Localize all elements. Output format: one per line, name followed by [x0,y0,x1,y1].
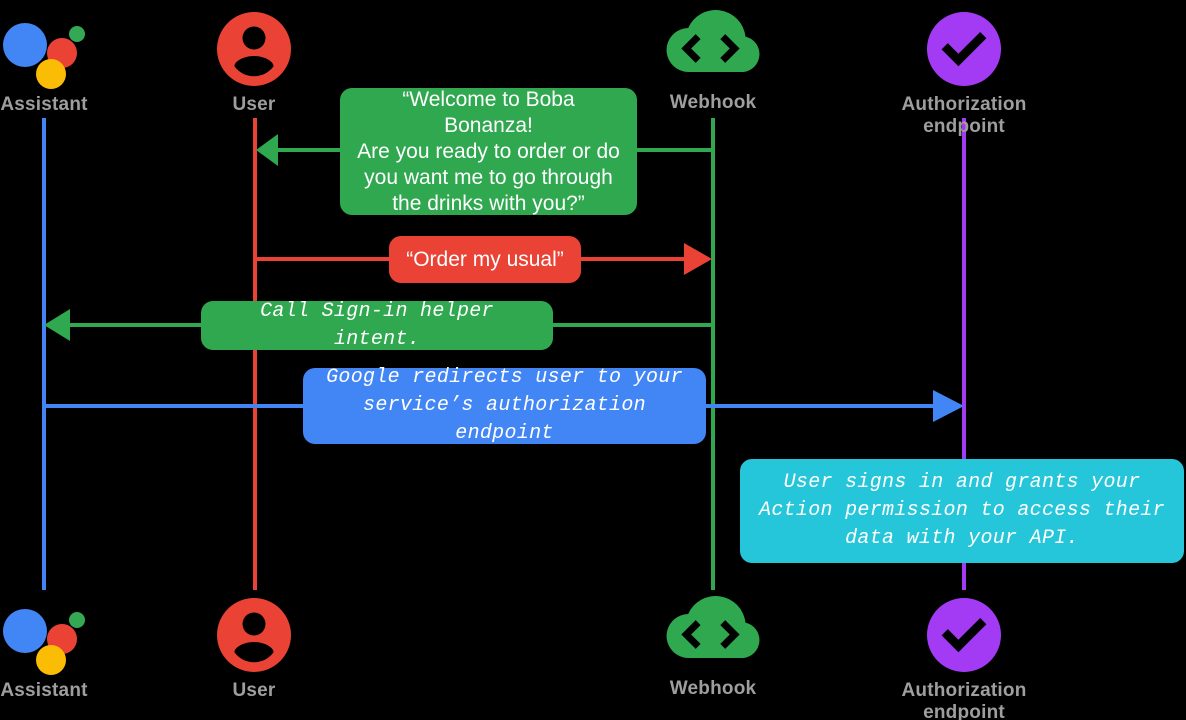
actor-label-user: User [232,94,276,115]
purple-check-icon [927,12,1001,86]
assistant-icon-wrap [0,4,134,94]
actor-webhook-bottom: Webhook [623,588,803,700]
lifeline-user [253,118,257,590]
user-icon-wrap [164,4,344,94]
actor-label-webhook: Webhook [669,92,757,113]
actor-label-assistant: Assistant [0,680,88,701]
webhook-icon-wrap-bottom [623,588,803,678]
auth-icon-wrap-bottom [874,590,1054,680]
assistant-blue-dot-icon [3,609,47,653]
assistant-blue-dot-icon [3,23,47,67]
lifeline-authorization [962,118,966,590]
bubble-google-redirect: Google redirects user to your service’s … [303,366,706,445]
arrowhead-order [684,243,712,275]
bubble-signin-helper: Call Sign-in helper intent. [201,300,553,351]
user-avatar-icon [217,12,291,86]
google-assistant-logo-icon [1,9,87,89]
assistant-green-dot-icon [69,612,85,628]
arrowhead-welcome [256,134,278,166]
lifeline-webhook [711,118,715,590]
user-avatar-icon [217,598,291,672]
actor-user-bottom: User [164,590,344,702]
arrowhead-redirect [933,390,964,422]
actor-webhook-top: Webhook [623,2,803,114]
assistant-yellow-dot-icon [36,645,66,675]
webhook-icon-wrap [623,2,803,92]
actor-assistant-top: Assistant [0,4,134,116]
assistant-green-dot-icon [69,26,85,42]
arrowhead-signin [44,309,70,341]
bubble-order-my-usual: “Order my usual” [389,236,581,283]
actor-user-top: User [164,4,344,116]
bubble-user-grants: User signs in and grants your Action per… [740,459,1184,563]
auth-icon-wrap [874,4,1054,94]
actor-authorization-bottom: Authorization endpoint [874,590,1054,720]
assistant-icon-wrap-bottom [0,590,134,680]
actor-label-user: User [232,680,276,701]
cloud-code-icon [666,596,760,659]
cloud-code-icon [666,10,760,73]
actor-label-assistant: Assistant [0,94,88,115]
lifeline-assistant [42,118,46,590]
actor-label-authorization: Authorization endpoint [901,94,1027,137]
assistant-yellow-dot-icon [36,59,66,89]
purple-check-icon [927,598,1001,672]
actor-label-authorization: Authorization endpoint [901,680,1027,720]
bubble-welcome: “Welcome to Boba Bonanza! Are you ready … [340,88,637,215]
actor-assistant-bottom: Assistant [0,590,134,702]
actor-label-webhook: Webhook [669,678,757,699]
user-icon-wrap-bottom [164,590,344,680]
actor-authorization-top: Authorization endpoint [874,4,1054,138]
google-assistant-logo-icon [1,595,87,675]
